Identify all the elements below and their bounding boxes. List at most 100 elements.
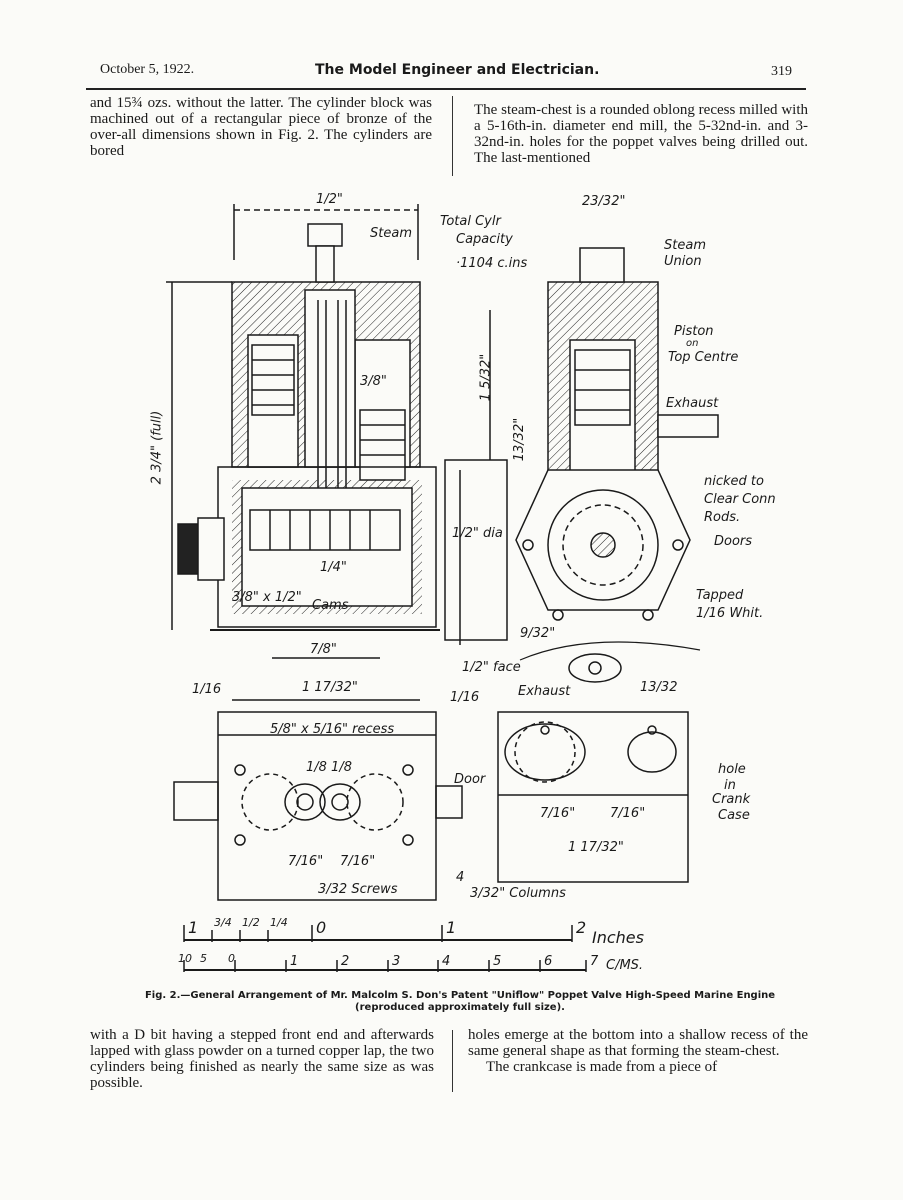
label-dim-13-32-small: 13/32: [640, 680, 678, 695]
label-nicked-3: Rods.: [704, 510, 741, 525]
label-cins: ·1104 c.ins: [456, 256, 528, 271]
label-sixteenth-pair: 1/8 1/8: [306, 760, 352, 775]
label-height-full: 2 3/4" (full): [149, 410, 165, 485]
engine-drawing: 1/2" Steam Total Cylr Capacity ·1104 c.i…: [140, 190, 780, 990]
label-dim-9-32: 9/32": [520, 626, 556, 641]
label-hole-4: Case: [718, 808, 750, 823]
text-bottom-left: with a D bit having a stepped front end …: [90, 1027, 434, 1091]
label-steam-union-2: Union: [664, 254, 702, 269]
label-size-3-8-x-half: 3/8" x 1/2": [232, 590, 302, 605]
label-face-half: 1/2" face: [462, 660, 521, 675]
crank-disc: [547, 489, 659, 601]
label-screws-7-16-a: 7/16": [288, 854, 324, 869]
label-piston-2: on: [686, 338, 699, 349]
text-bottom-right-para1: holes emerge at the bottom into a shallo…: [468, 1027, 808, 1059]
label-screws: 3/32 Screws: [318, 882, 398, 897]
label-dim-1-17-32: 1 17/32": [302, 680, 358, 695]
header-rule: [86, 88, 806, 90]
label-hole-3: Crank: [712, 792, 751, 807]
scale-in-label-3: 1/4: [270, 916, 288, 929]
scale-in-label-4: 0: [316, 918, 327, 937]
label-top-width: 1/2": [316, 192, 343, 207]
text-top-right: The steam-chest is a rounded oblong rece…: [474, 102, 808, 166]
steam-union-left: [307, 223, 343, 247]
label-dim-15-32: 1 5/32": [478, 353, 494, 402]
scale-inches-unit: Inches: [592, 928, 644, 947]
issue-date: October 5, 1922.: [100, 62, 195, 77]
label-hole-1: hole: [718, 762, 746, 777]
label-seven-eighths: 7/8": [310, 642, 337, 657]
label-piston-3: Top Centre: [668, 350, 739, 365]
scale-cm-label-5: 3: [392, 954, 401, 969]
crankshaft: [249, 509, 401, 551]
exhaust-pipe: [657, 414, 719, 438]
scale-in-label-1: 3/4: [214, 916, 232, 929]
scale-cms-unit: C/MS.: [606, 958, 644, 973]
drawing-svg: [166, 204, 719, 972]
exhaust-port: [568, 653, 622, 683]
label-steam-union-1: Steam: [664, 238, 706, 253]
label-dim-7-16-a: 7/16": [540, 806, 576, 821]
scale-cm-label-6: 4: [442, 954, 451, 969]
label-dia: 1/2" dia: [452, 526, 503, 541]
label-nicked-1: nicked to: [704, 474, 764, 489]
label-top-right-dim: 23/32": [582, 194, 626, 209]
scale-cm-label-8: 6: [544, 954, 553, 969]
column-divider-top: [452, 96, 453, 176]
scale-in-label-5: 1: [446, 918, 457, 937]
label-stroke-3-8: 3/8": [360, 374, 387, 389]
port-right: [319, 783, 361, 821]
piston-left: [251, 344, 295, 416]
label-door: Door: [454, 772, 486, 787]
label-dim-7-16-b: 7/16": [610, 806, 646, 821]
text-top-left: and 15¾ ozs. without the latter. The cyl…: [90, 95, 432, 159]
label-sixteenth-right: 1/16: [450, 690, 480, 705]
port-left: [284, 783, 326, 821]
piston-side: [574, 349, 631, 426]
page-number: 319: [771, 64, 792, 79]
scale-cm-label-1: 5: [200, 952, 207, 965]
label-tapped-1: Tapped: [696, 588, 744, 603]
caption-line-1: Fig. 2.—General Arrangement of Mr. Malco…: [144, 990, 776, 1001]
label-nicked-2: Clear Conn: [704, 492, 776, 507]
label-dim-13-32: 13/32": [512, 417, 528, 462]
label-doors: Doors: [714, 534, 753, 549]
crankcase-hole-right: [627, 731, 677, 773]
label-piston-1: Piston: [674, 324, 714, 339]
page-header: October 5, 1922. The Model Engineer and …: [100, 62, 800, 88]
label-sixteenth-left: 1/16: [192, 682, 222, 697]
scale-cm-label-0: 10: [178, 952, 192, 965]
scale-cm-label-9: 7: [590, 954, 599, 969]
label-exhaust-right: Exhaust: [666, 396, 719, 411]
flywheel-side: [444, 459, 508, 641]
crankcase-hole-left: [504, 723, 586, 781]
label-steam: Steam: [370, 226, 412, 241]
text-bottom-right-para2: The crankcase is made from a piece of: [486, 1059, 718, 1075]
caption-line-2: (reproduced approximately full size).: [355, 1002, 565, 1013]
piston-right: [359, 409, 406, 481]
label-recess: 5/8" x 5/16" recess: [270, 722, 395, 737]
column-divider-bottom: [452, 1030, 453, 1092]
scale-cm-label-4: 2: [341, 954, 350, 969]
scale-in-label-6: 2: [576, 918, 587, 937]
scale-cm-label-2: 0: [228, 952, 235, 965]
steam-union-side: [579, 247, 625, 283]
label-columns: 3/32" Columns: [470, 886, 566, 901]
label-cams: Cams: [312, 598, 349, 613]
scale-in-label-2: 1/2: [242, 916, 260, 929]
label-columns-count: 4: [456, 870, 465, 885]
label-total-cyl: Total Cylr: [440, 214, 501, 229]
label-capacity: Capacity: [456, 232, 513, 247]
valve-chamber: [304, 289, 356, 468]
label-tapped-2: 1/16 Whit.: [696, 606, 764, 621]
journal-title: The Model Engineer and Electrician.: [315, 62, 600, 78]
label-screws-7-16-b: 7/16": [340, 854, 376, 869]
scale-in-label-0: 1: [188, 918, 199, 937]
label-exhaust-bottom: Exhaust: [518, 684, 571, 699]
text-bottom-right: holes emerge at the bottom into a shallo…: [468, 1027, 808, 1075]
label-quarter: 1/4": [320, 560, 347, 575]
figure-caption: Fig. 2.—General Arrangement of Mr. Malco…: [120, 990, 800, 1014]
scale-cm-label-3: 1: [290, 954, 299, 969]
scale-cm-label-7: 5: [493, 954, 502, 969]
label-dim-1-17-32-b: 1 17/32": [568, 840, 624, 855]
